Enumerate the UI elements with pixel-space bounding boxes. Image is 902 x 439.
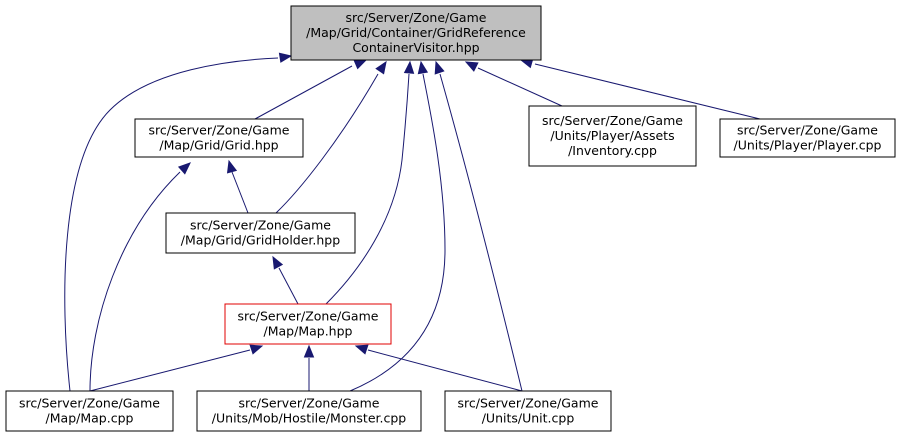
arrowhead (353, 59, 368, 70)
node-label-line: ContainerVisitor.hpp (352, 40, 479, 55)
node-label-line: /Map/Grid/GridHolder.hpp (181, 233, 340, 248)
edge-gridholder-to-grid (226, 159, 249, 214)
node-label-line: /Map/Grid/Container/GridReference (306, 25, 526, 40)
node-label-line: /Units/Player/Player.cpp (734, 138, 882, 153)
edge-line (275, 73, 379, 214)
arrowhead (226, 159, 238, 174)
edge-monster-to-maphpp (303, 344, 315, 391)
edge-line (477, 67, 563, 107)
edge-line (89, 171, 181, 392)
node-label-line: src/Server/Zone/Game (149, 123, 290, 138)
node-box[interactable] (290, 5, 542, 61)
edge-line (278, 267, 299, 305)
edge-line (367, 349, 523, 392)
node-maphpp[interactable]: src/Server/Zone/Game/Map/Map.hpp (224, 303, 392, 345)
node-label-line: src/Server/Zone/Game (346, 10, 487, 25)
node-label-line: /Map/Map.hpp (264, 324, 353, 339)
edge-mapcpp-to-grid (89, 162, 191, 392)
node-label-line: src/Server/Zone/Game (239, 396, 380, 411)
arrowhead (177, 162, 191, 175)
edges-layer (64, 52, 761, 392)
nodes-layer: src/Server/Zone/Game/Map/Grid/Container/… (5, 5, 896, 432)
arrowhead (464, 61, 479, 72)
edge-unit-to-visitor (434, 60, 523, 392)
node-label-line: /Map/Map.cpp (46, 411, 134, 426)
node-label-line: /Units/Unit.cpp (482, 411, 575, 426)
node-inventory[interactable]: src/Server/Zone/Game/Units/Player/Assets… (528, 105, 697, 167)
edge-mapcpp-to-maphpp (89, 344, 264, 392)
arrowhead (303, 344, 315, 358)
node-box[interactable] (444, 390, 612, 432)
node-gridholder[interactable]: src/Server/Zone/Game/Map/Grid/GridHolder… (165, 212, 356, 254)
edge-mapcpp-to-visitor (64, 52, 293, 392)
edge-line (89, 349, 251, 392)
node-monster[interactable]: src/Server/Zone/Game/Units/Mob/Hostile/M… (196, 390, 422, 432)
node-player[interactable]: src/Server/Zone/Game/Units/Player/Player… (719, 118, 896, 158)
edge-line (325, 73, 410, 305)
edge-grid-to-visitor (254, 59, 368, 120)
node-box[interactable] (196, 390, 422, 432)
edge-unit-to-maphpp (354, 344, 523, 392)
node-box[interactable] (134, 118, 304, 158)
edge-line (534, 63, 761, 120)
node-label-line: src/Server/Zone/Game (458, 396, 599, 411)
arrowhead (354, 344, 369, 355)
arrowhead (278, 52, 293, 63)
edge-gridholder-to-visitor (275, 60, 387, 214)
node-label-line: src/Server/Zone/Game (190, 218, 331, 233)
edge-inventory-to-visitor (464, 61, 563, 107)
node-label-line: src/Server/Zone/Game (737, 123, 878, 138)
edge-line (64, 57, 279, 392)
edge-line (439, 73, 523, 392)
node-box[interactable] (5, 390, 174, 432)
node-grid[interactable]: src/Server/Zone/Game/Map/Grid/Grid.hpp (134, 118, 304, 158)
node-label-line: /Inventory.cpp (568, 143, 657, 158)
edge-line (349, 73, 446, 392)
arrowhead (272, 255, 284, 270)
edge-maphpp-to-gridholder (272, 255, 299, 305)
node-box[interactable] (719, 118, 896, 158)
edge-line (231, 171, 249, 214)
node-box[interactable] (528, 105, 697, 167)
node-label-line: src/Server/Zone/Game (542, 113, 683, 128)
node-visitor[interactable]: src/Server/Zone/Game/Map/Grid/Container/… (290, 5, 542, 61)
edge-monster-to-visitor (349, 60, 446, 392)
node-label-line: src/Server/Zone/Game (238, 309, 379, 324)
node-label-line: /Map/Grid/Grid.hpp (159, 138, 278, 153)
node-label-line: src/Server/Zone/Game (19, 396, 160, 411)
arrowhead (403, 60, 415, 74)
node-box[interactable] (224, 303, 392, 345)
node-mapcpp[interactable]: src/Server/Zone/Game/Map/Map.cpp (5, 390, 174, 432)
edge-maphpp-to-visitor (325, 60, 415, 305)
node-label-line: /Units/Player/Assets (550, 128, 674, 143)
arrowhead (249, 344, 264, 355)
arrowhead (417, 60, 429, 75)
arrowhead (375, 60, 387, 75)
arrowhead (434, 60, 445, 75)
edge-line (254, 65, 353, 120)
node-unit[interactable]: src/Server/Zone/Game/Units/Unit.cpp (444, 390, 612, 432)
node-box[interactable] (165, 212, 356, 254)
node-label-line: /Units/Mob/Hostile/Monster.cpp (212, 411, 406, 426)
